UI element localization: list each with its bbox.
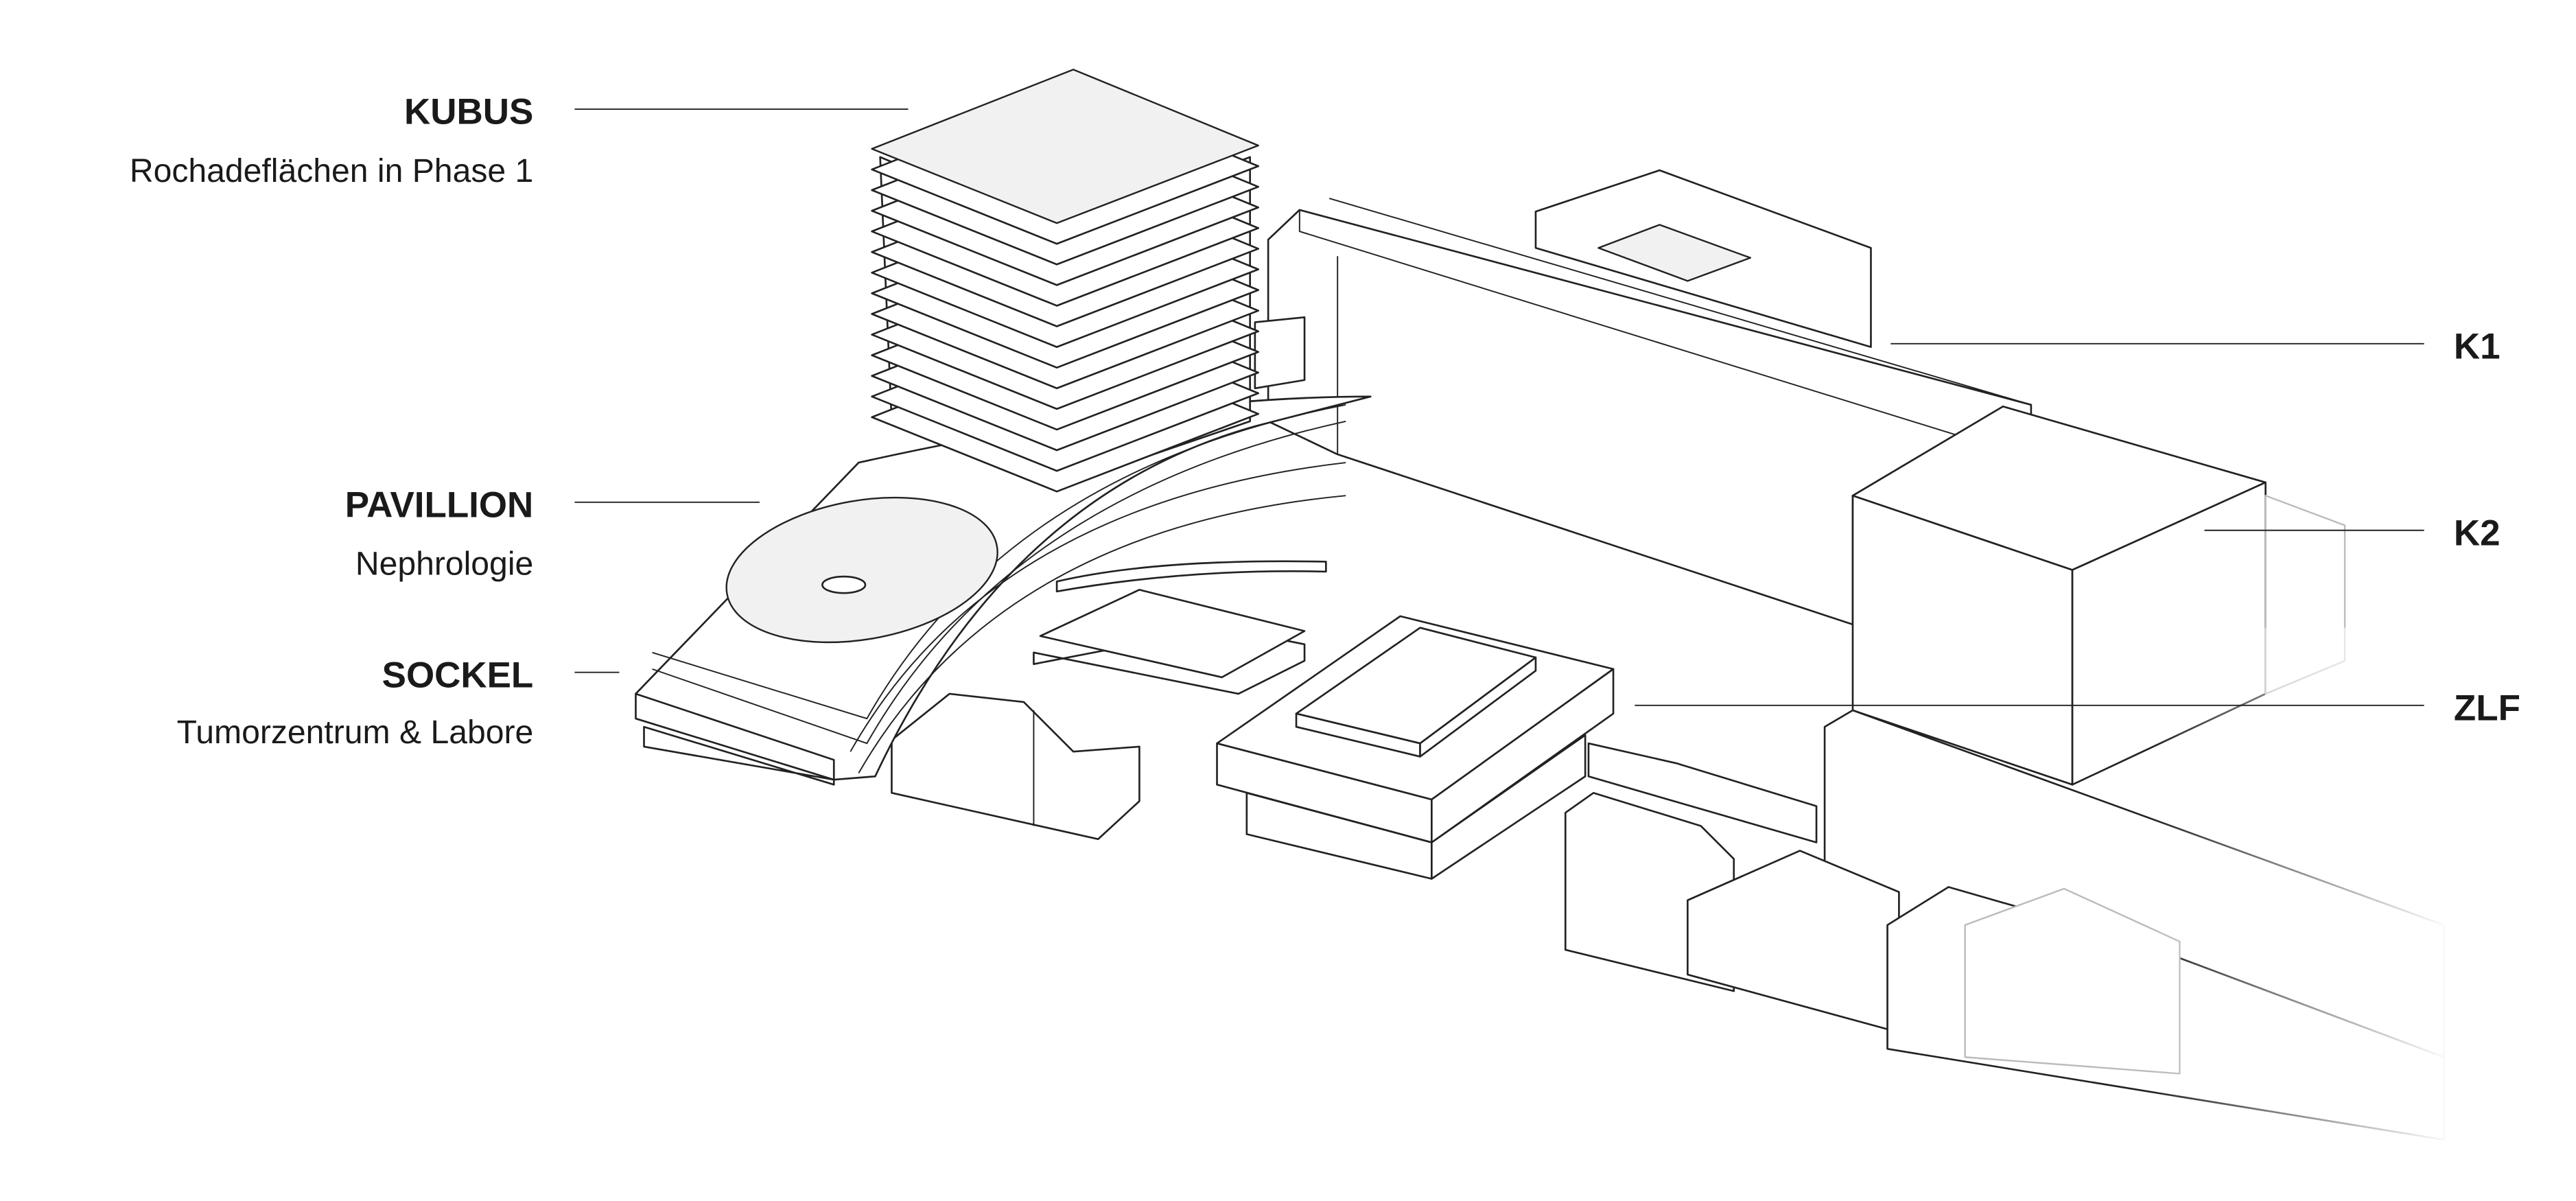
kubus-title: KUBUS [404,92,533,132]
building-houses-center [891,589,1306,841]
k1-label: K1 [2454,326,2501,366]
pavillion-title: PAVILLION [345,485,533,525]
fade-overlay [2146,627,2452,1201]
building-kubus [871,69,1260,493]
sockel-title: SOCKEL [382,655,534,695]
building-zlf [1216,615,1615,880]
tower-floor-slab [871,69,1259,224]
building-sockel [635,316,1372,786]
zlf-label: ZLF [2454,688,2520,728]
kubus-subtitle: Rochadeflächen in Phase 1 [130,152,533,189]
pavillion-subtitle: Nephrologie [355,546,533,583]
building-pavillion [725,496,998,644]
sockel-subtitle: Tumorzentrum & Labore [177,714,534,751]
k2-label: K2 [2454,513,2501,553]
leader-lines [574,108,2424,706]
